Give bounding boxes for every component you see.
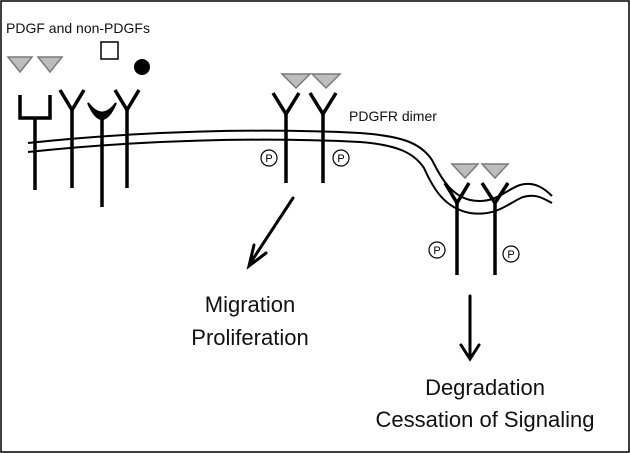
dimer-label: PDGFR dimer [349,108,437,124]
ligands-label: PDGF and non-PDGFs [6,20,150,36]
outcome-migration: Migration [204,292,296,317]
signaling-arrowhead [246,243,268,270]
pdgfr-dimer-active [260,73,350,183]
non-pdgf-circle [134,59,150,75]
pdgf-ligand-pair [6,56,64,74]
crescent-receptor [87,102,117,120]
cell-membrane [27,129,553,215]
free-receptors [18,89,141,207]
phospho-label: P [507,249,514,261]
outcome-degradation: Degradation [425,375,545,400]
phospho-label: P [337,153,344,165]
phospho-circle [428,241,446,259]
phospho-circle [260,149,278,167]
phospho-label: P [433,245,440,257]
phospho-circle [332,149,350,167]
outcome-proliferation: Proliferation [191,325,309,350]
pdgfr-dimer-internalized [428,163,520,275]
y-receptor-2 [113,89,141,114]
phospho-circle [502,245,520,263]
non-pdgf-square [100,41,119,60]
signaling-arrow [249,196,295,264]
outcome-cessation: Cessation of Signaling [375,407,595,432]
y-receptor-1 [58,89,86,114]
degradation-arrowhead [459,343,481,362]
cup-receptor [18,95,52,120]
phospho-label: P [265,153,272,165]
